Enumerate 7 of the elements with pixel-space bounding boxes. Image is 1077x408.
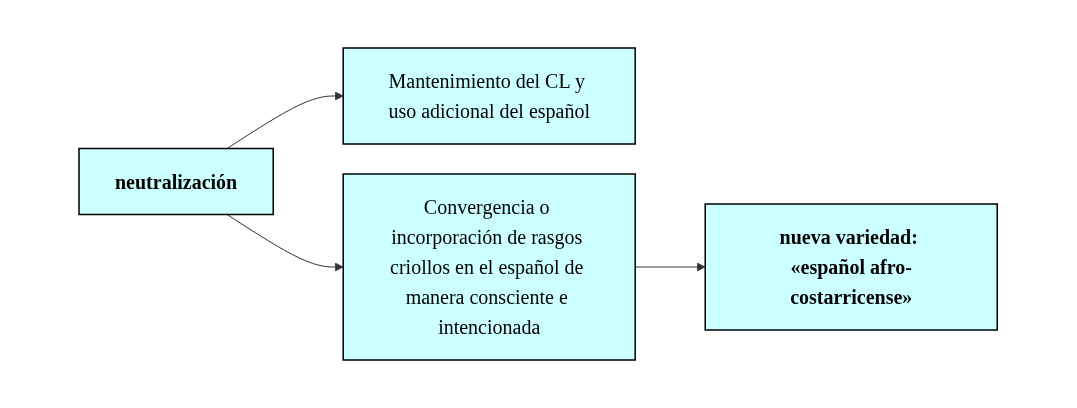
arrow	[227, 214, 344, 272]
node-box: neutralización	[78, 147, 275, 216]
arrow	[227, 91, 344, 149]
node-box: Convergencia o incorporación de rasgos criollos en el español de manera consciente e intencionada	[342, 173, 637, 361]
arrow	[635, 262, 706, 272]
node-box: nueva variedad: «español afro-costarricense»	[704, 203, 999, 331]
node-box: Mantenimiento del CL y uso adicional del español	[342, 47, 637, 145]
